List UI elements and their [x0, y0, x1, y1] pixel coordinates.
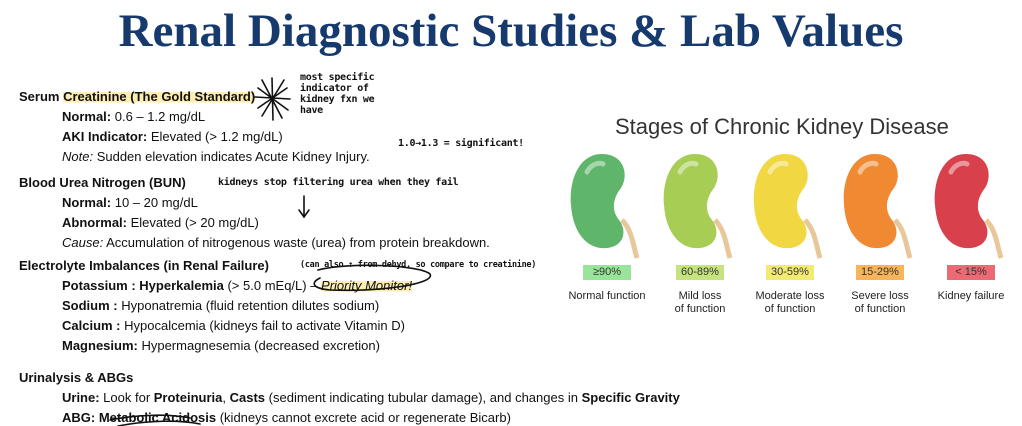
priority-note: Priority Monitor! [321, 278, 413, 293]
creatinine-normal: Normal: 0.6 – 1.2 mg/dL [62, 109, 205, 125]
bun-normal: Normal: 10 – 20 mg/dL [62, 195, 198, 211]
label: Sodium : [62, 298, 118, 313]
bold-term: Proteinuria [153, 390, 223, 405]
value: (kidneys cannot excrete acid or regenera… [216, 410, 511, 425]
urinalysis-heading: Urinalysis & ABGs [19, 370, 134, 385]
stage-range-badge: < 15% [947, 265, 995, 280]
stage-range-badge: 60-89% [676, 265, 724, 280]
bold-term: Casts [229, 390, 266, 405]
bun-heading: Blood Urea Nitrogen (BUN) [19, 175, 186, 190]
creatinine-heading: Serum Creatinine (The Gold Standard) [19, 89, 256, 105]
value: Accumulation of nitrogenous waste (urea)… [103, 235, 490, 250]
urine-line: Urine: Look for Proteinuria, Casts (sedi… [62, 390, 680, 406]
text: (sediment indicating tubular damage), an… [265, 390, 582, 405]
ckd-title: Stages of Chronic Kidney Disease [615, 114, 949, 139]
arrow-down-icon [298, 195, 310, 219]
bold-term: Specific Gravity [581, 390, 680, 405]
electrolyte-calcium: Calcium : Hypocalcemia (kidneys fail to … [62, 318, 405, 334]
value: Sudden elevation indicates Acute Kidney … [93, 149, 370, 164]
electrolyte-magnesium: Magnesium: Hypermagnesemia (decreased ex… [62, 338, 380, 354]
annotation-most-specific: most specific indicator of kidney fxn we… [300, 72, 375, 116]
electrolyte-potassium: Potassium : Hyperkalemia (> 5.0 mEq/L) –… [62, 278, 413, 294]
scribble-mark [109, 414, 201, 426]
kidney-icon [570, 154, 640, 259]
stage-label: Mild loss of function [674, 290, 726, 315]
electrolytes-heading: Electrolyte Imbalances (in Renal Failure… [19, 258, 269, 273]
circle-mark [313, 264, 431, 292]
label: Calcium : [62, 318, 121, 333]
electrolyte-sodium: Sodium : Hyponatremia (fluid retention d… [62, 298, 379, 314]
value: 10 – 20 mg/dL [111, 195, 198, 210]
value: Elevated (> 1.2 mg/dL) [147, 129, 283, 144]
label: Magnesium: [62, 338, 138, 353]
annotation-dehydration: (can also ↑ from dehyd. so compare to cr… [300, 260, 537, 270]
bun-cause: Cause: Accumulation of nitrogenous waste… [62, 235, 490, 251]
label: Urine: [62, 390, 100, 405]
label: Potassium : Hyperkalemia [62, 278, 224, 293]
label: Normal: [62, 195, 112, 210]
stage-range-badge: 30-59% [766, 265, 814, 280]
label: Abnormal: [62, 215, 127, 230]
stage-label: Normal function [568, 290, 646, 302]
creatinine-note: Note: Sudden elevation indicates Acute K… [62, 149, 370, 165]
kidney-icon [843, 154, 913, 259]
value: Hypermagnesemia (decreased excretion) [137, 338, 380, 353]
highlighted-text: Creatinine (The Gold Standard) [63, 89, 256, 104]
abg-line: ABG: Metabolic Acidosis (kidneys cannot … [62, 410, 511, 426]
label: Normal: [62, 109, 112, 124]
value: 0.6 – 1.2 mg/dL [111, 109, 206, 124]
kidney-icon [753, 154, 823, 259]
bun-abnormal: Abnormal: Elevated (> 20 mg/dL) [62, 215, 259, 231]
value: Hyponatremia (fluid retention dilutes so… [117, 298, 380, 313]
text: , [222, 390, 230, 405]
stage-range-badge: ≥90% [583, 265, 631, 280]
annotation-urea: kidneys stop filtering urea when they fa… [218, 177, 459, 188]
stage-label: Kidney failure [937, 290, 1005, 302]
label: AKI Indicator: [62, 129, 148, 144]
text: Look for [99, 390, 154, 405]
value: (> 5.0 mEq/L) – [223, 278, 322, 293]
page-title: Renal Diagnostic Studies & Lab Values [118, 5, 904, 57]
star-icon [254, 77, 291, 121]
stage-label: Moderate loss of function [755, 290, 825, 315]
label: Cause: [62, 235, 104, 250]
value: Hypocalcemia (kidneys fail to activate V… [120, 318, 405, 333]
annotation-significant: 1.0→1.3 = significant! [398, 138, 524, 149]
creatinine-aki: AKI Indicator: Elevated (> 1.2 mg/dL) [62, 129, 283, 145]
value: Elevated (> 20 mg/dL) [127, 215, 259, 230]
stage-label: Severe loss of function [851, 290, 909, 315]
heading-text: Serum [19, 89, 64, 104]
label: Note: [62, 149, 94, 164]
stage-range-badge: 15-29% [856, 265, 904, 280]
kidney-icon [934, 154, 1004, 259]
kidney-icon [663, 154, 733, 259]
